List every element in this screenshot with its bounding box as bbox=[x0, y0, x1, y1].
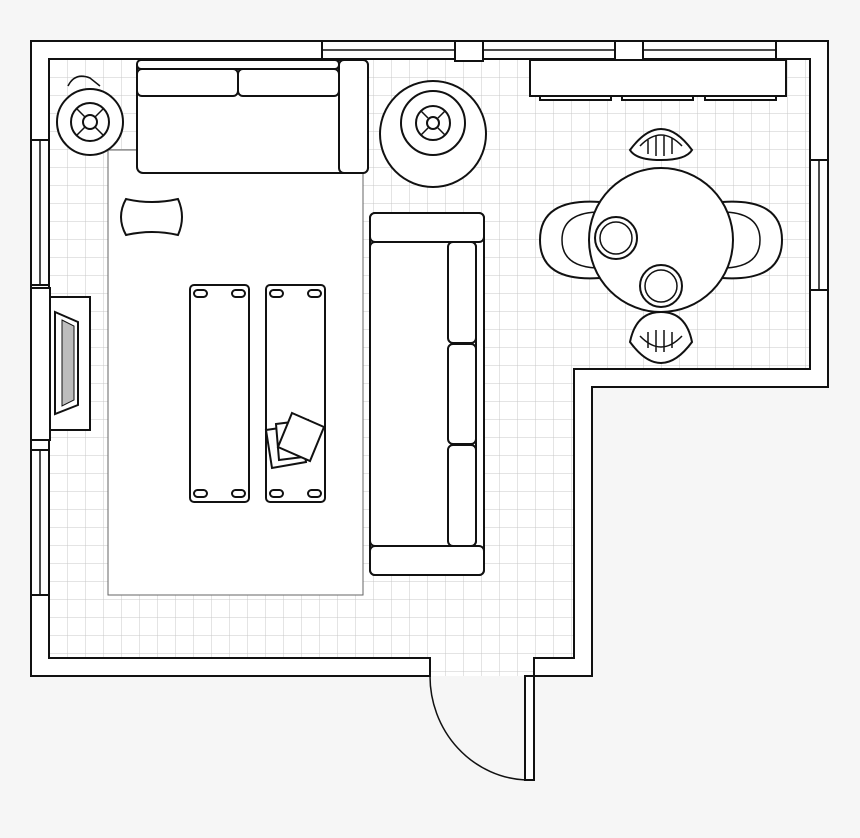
walls bbox=[30, 40, 829, 677]
potted-plant bbox=[56, 75, 124, 156]
coffee-table-left bbox=[189, 284, 250, 503]
window-top-2 bbox=[482, 40, 616, 60]
plate bbox=[594, 216, 638, 260]
wall-post bbox=[614, 40, 644, 62]
sideboard-cabinet bbox=[529, 59, 787, 101]
coffee-table-right bbox=[265, 284, 326, 503]
dining-chair-bottom bbox=[628, 310, 694, 364]
wall-post bbox=[454, 40, 484, 62]
window-left-bottom bbox=[30, 449, 50, 596]
sofa-top bbox=[136, 59, 369, 174]
fireplace-glass bbox=[61, 319, 75, 407]
window-right bbox=[809, 159, 829, 291]
window-top-1 bbox=[321, 40, 456, 60]
floor-cushion bbox=[120, 197, 183, 237]
sofa-right bbox=[369, 212, 485, 576]
dining-table bbox=[588, 167, 734, 313]
side-table-lamp bbox=[379, 80, 487, 188]
window-top-3 bbox=[642, 40, 777, 60]
magazines bbox=[264, 411, 326, 470]
plate bbox=[639, 264, 683, 308]
window-left-top bbox=[30, 139, 50, 286]
dining-chair-top bbox=[628, 128, 694, 162]
entry-door[interactable] bbox=[429, 675, 535, 781]
fireplace bbox=[30, 287, 91, 441]
